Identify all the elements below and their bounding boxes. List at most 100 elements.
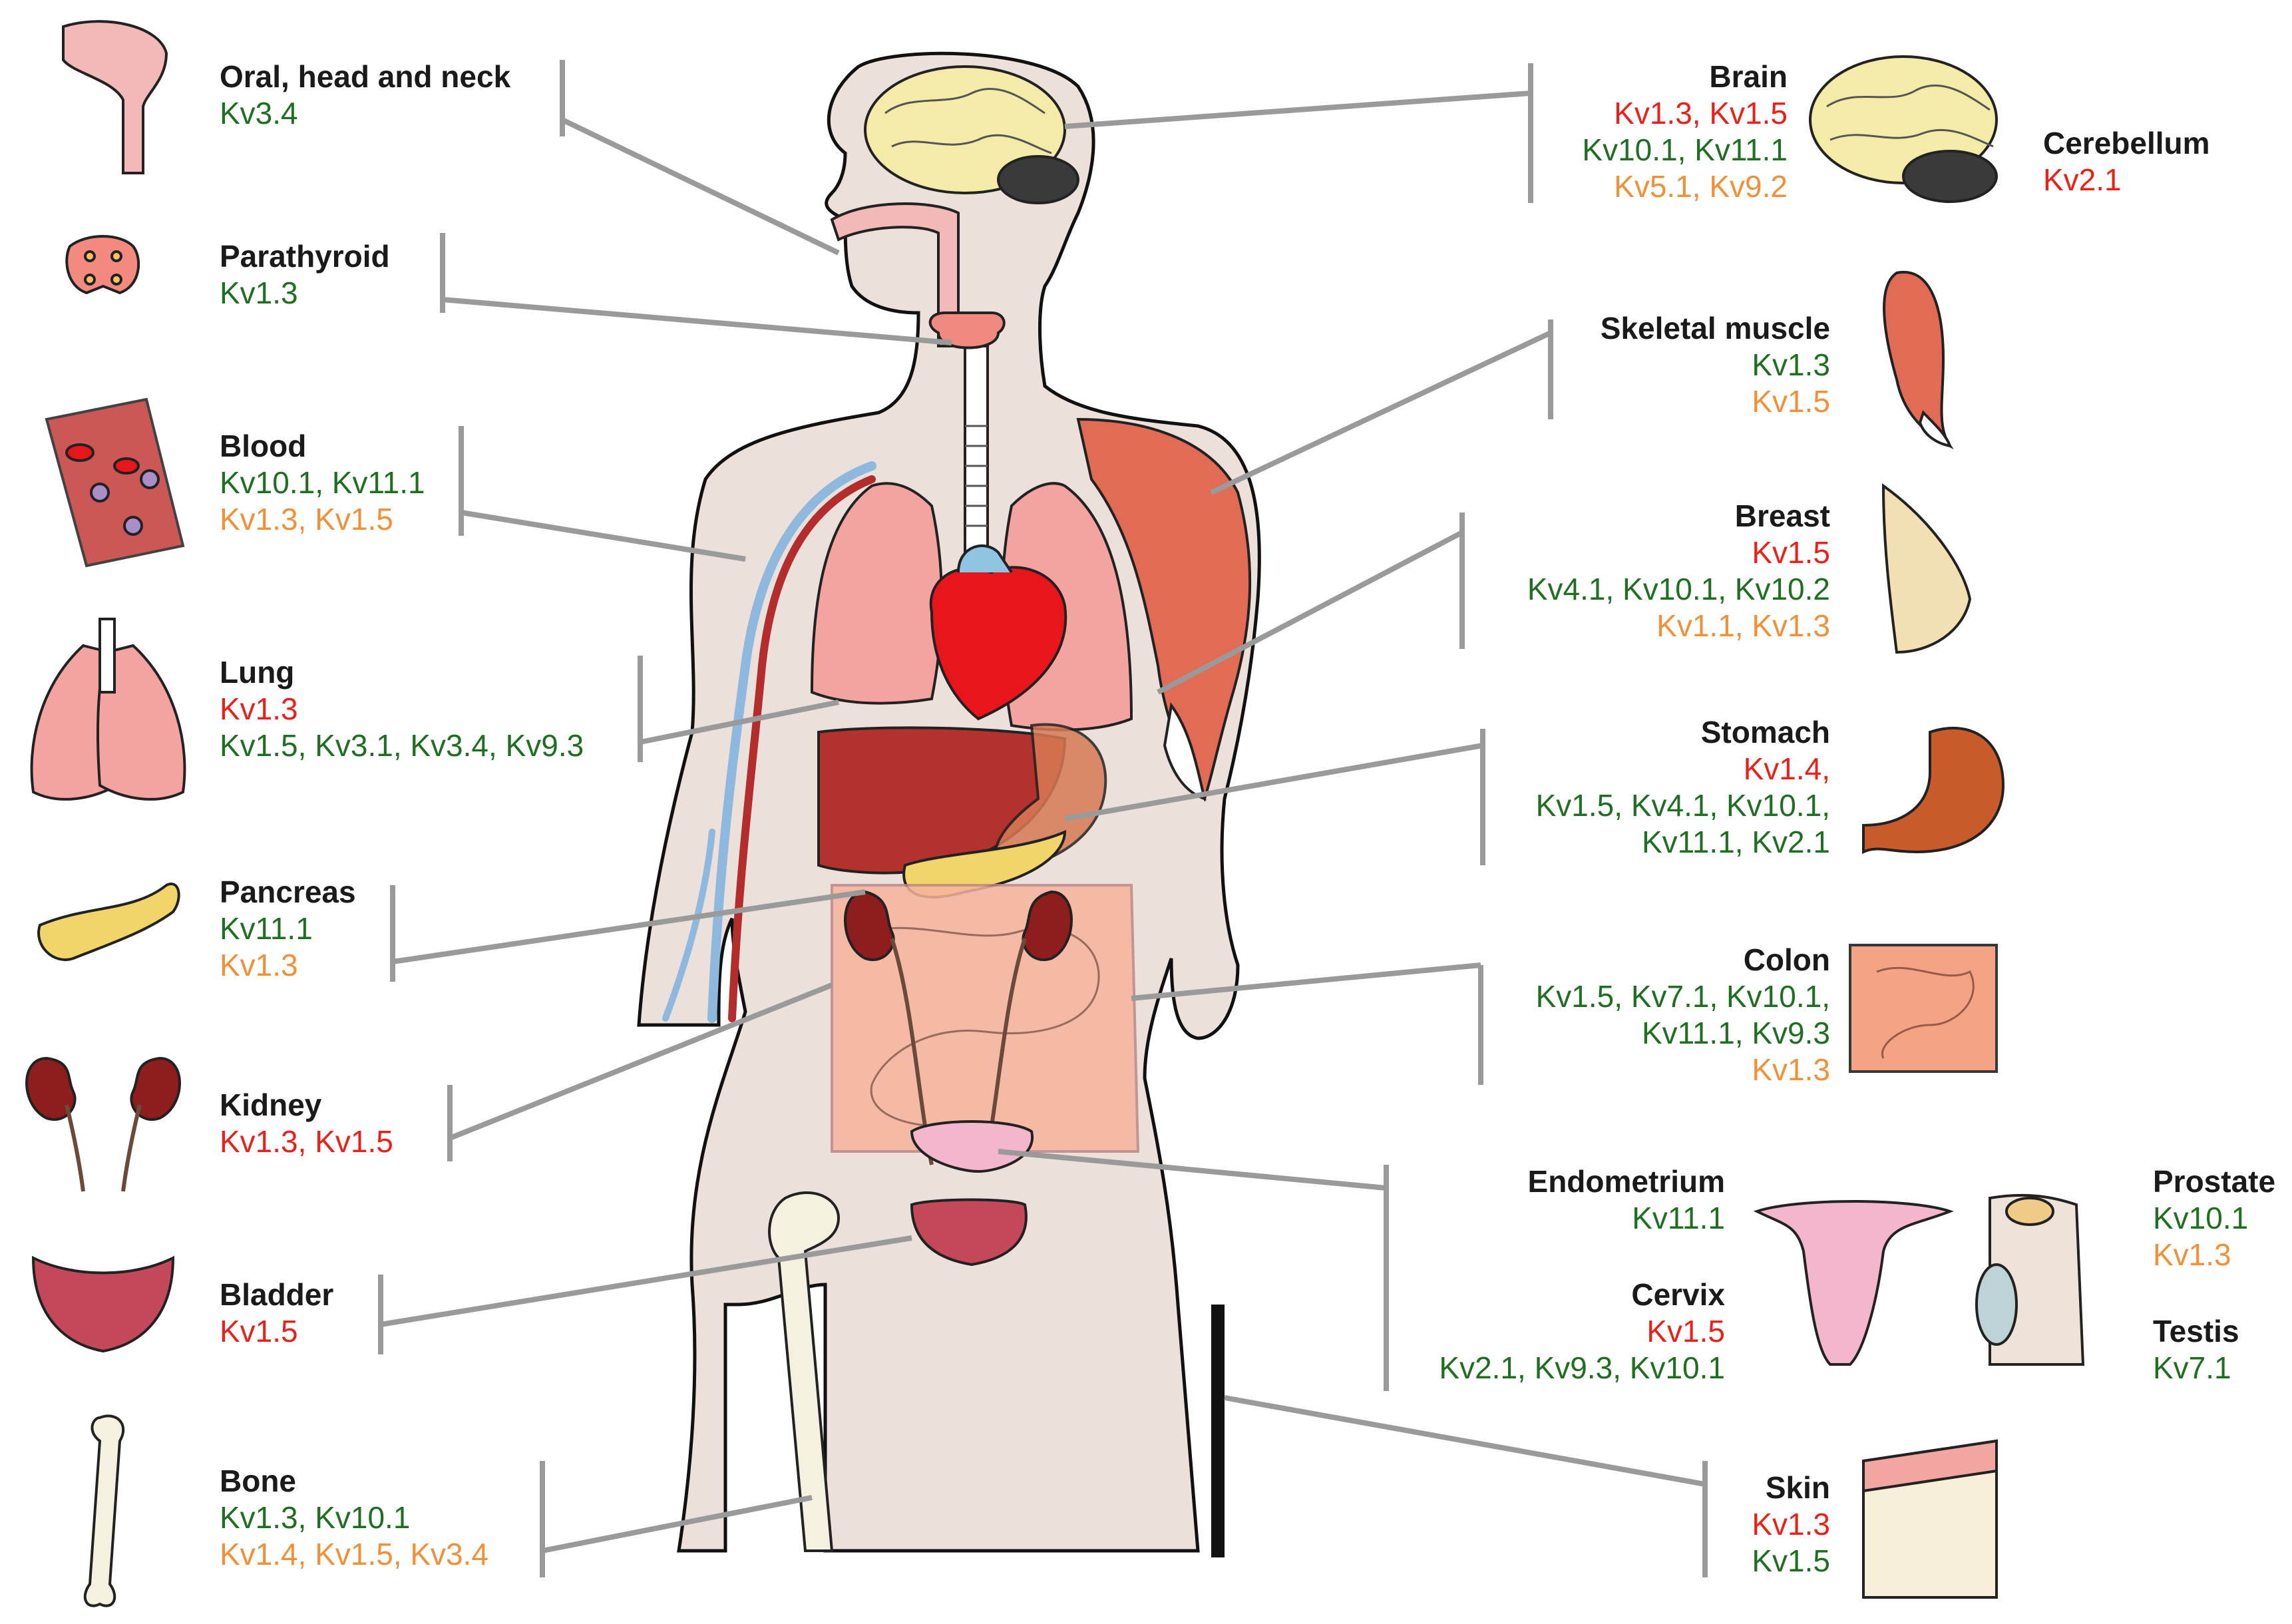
label-bone-title: Bone — [220, 1464, 296, 1498]
label-bladder-red: Kv1.5 — [220, 1314, 298, 1348]
label-cervix-red: Kv1.5 — [1646, 1314, 1725, 1348]
label-bone-orange: Kv1.4, Kv1.5, Kv3.4 — [220, 1537, 489, 1571]
label-blood: Blood Kv10.1, Kv11.1 Kv1.3, Kv1.5 — [220, 428, 425, 538]
label-skeletal-muscle-green: Kv1.3 — [1752, 347, 1830, 382]
label-lung-green: Kv1.5, Kv3.1, Kv3.4, Kv9.3 — [220, 728, 584, 763]
label-endometrium: Endometrium Kv11.1 — [1528, 1163, 1725, 1237]
bladder-icon — [31, 1255, 175, 1353]
body-liver-stomach — [817, 723, 1107, 899]
label-colon-orange: Kv1.3 — [1752, 1052, 1830, 1087]
label-colon-green-1: Kv1.5, Kv7.1, Kv10.1, — [1535, 979, 1830, 1014]
connector-lines — [378, 60, 1708, 1577]
mouth-icon — [62, 20, 168, 174]
label-cervix-green: Kv2.1, Kv9.3, Kv10.1 — [1439, 1350, 1725, 1385]
label-endometrium-green: Kv11.1 — [1632, 1201, 1725, 1235]
label-prostate-title: Prostate — [2153, 1164, 2276, 1199]
label-breast-orange: Kv1.1, Kv1.3 — [1656, 608, 1830, 643]
connector-bone — [540, 1461, 813, 1577]
connector-colon — [1131, 962, 1483, 1085]
label-cerebellum-red: Kv2.1 — [2043, 162, 2122, 197]
label-skeletal-muscle-orange: Kv1.5 — [1752, 384, 1830, 419]
connector-skeletal-muscle — [1210, 319, 1553, 495]
prostate-icon — [1975, 1193, 2085, 1366]
femur-icon — [83, 1414, 125, 1607]
label-kidney: Kidney Kv1.3, Kv1.5 — [220, 1087, 393, 1160]
connector-skin — [1224, 1395, 1708, 1577]
muscle-icon — [1883, 270, 1954, 450]
label-pancreas-orange: Kv1.3 — [220, 948, 298, 982]
label-pancreas: Pancreas Kv11.1 Kv1.3 — [220, 874, 356, 984]
connector-bladder — [378, 1235, 912, 1354]
label-parathyroid: Parathyroid Kv1.3 — [220, 238, 390, 311]
label-cervix-title: Cervix — [1631, 1277, 1725, 1312]
blood-smear-icon — [45, 397, 185, 568]
label-stomach-red: Kv1.4, — [1743, 751, 1830, 786]
label-endometrium-title: Endometrium — [1527, 1164, 1725, 1199]
label-skin-green: Kv1.5 — [1752, 1543, 1830, 1578]
label-blood-orange: Kv1.3, Kv1.5 — [220, 502, 393, 536]
label-skin: Skin Kv1.3 Kv1.5 — [1752, 1470, 1830, 1579]
connector-stomach — [1064, 729, 1485, 865]
label-cerebellum-title: Cerebellum — [2043, 126, 2210, 160]
connector-breast — [1157, 512, 1465, 695]
label-cervix: Cervix Kv1.5 Kv2.1, Kv9.3, Kv10.1 — [1439, 1277, 1725, 1386]
label-bone-green: Kv1.3, Kv10.1 — [220, 1500, 411, 1535]
label-testis-title: Testis — [2153, 1314, 2239, 1348]
label-skin-title: Skin — [1765, 1470, 1830, 1505]
uterus-icon — [1753, 1200, 1954, 1366]
parathyroid-icon — [65, 235, 140, 295]
label-blood-title: Blood — [220, 429, 307, 463]
arm-muscle — [1076, 417, 1252, 802]
connector-oral — [560, 60, 840, 256]
body-brain — [864, 65, 1079, 204]
label-kidney-red: Kv1.3, Kv1.5 — [220, 1124, 393, 1159]
label-stomach-green-1: Kv1.5, Kv4.1, Kv10.1, — [1535, 788, 1830, 823]
label-breast-green: Kv4.1, Kv10.1, Kv10.2 — [1527, 572, 1830, 606]
intestine-icon — [1849, 944, 1998, 1073]
label-prostate: Prostate Kv10.1 Kv1.3 — [2153, 1163, 2275, 1273]
label-lung-title: Lung — [220, 655, 295, 690]
label-brain-orange: Kv5.1, Kv9.2 — [1614, 169, 1788, 204]
label-lung: Lung Kv1.3 Kv1.5, Kv3.1, Kv3.4, Kv9.3 — [220, 654, 584, 764]
connector-pancreas — [390, 885, 866, 982]
label-breast-title: Breast — [1734, 499, 1830, 533]
label-kidney-title: Kidney — [220, 1088, 322, 1122]
label-stomach: Stomach Kv1.4, Kv1.5, Kv4.1, Kv10.1, Kv1… — [1536, 714, 1830, 861]
label-pancreas-title: Pancreas — [220, 875, 356, 909]
label-blood-green: Kv10.1, Kv11.1 — [220, 465, 425, 500]
label-colon-green-2: Kv11.1, Kv9.3 — [1642, 1016, 1830, 1050]
body-pelvic-organs — [910, 1120, 1034, 1267]
skin-icon — [1862, 1439, 1998, 1599]
brain-icon — [1809, 55, 1998, 203]
label-prostate-green: Kv10.1 — [2153, 1201, 2249, 1235]
label-pancreas-green: Kv11.1 — [220, 911, 313, 946]
label-prostate-orange: Kv1.3 — [2153, 1237, 2231, 1272]
body-heart — [929, 544, 1067, 721]
stomach-icon — [1862, 726, 2005, 855]
label-testis: Testis Kv7.1 — [2153, 1313, 2239, 1386]
label-oral: Oral, head and neck Kv3.4 — [220, 59, 510, 132]
label-bladder: Bladder Kv1.5 — [220, 1277, 333, 1350]
body-femur — [768, 1191, 841, 1552]
label-brain-title: Brain — [1709, 59, 1788, 94]
label-breast-red: Kv1.5 — [1752, 535, 1830, 570]
arm-vessels — [662, 461, 876, 1023]
label-parathyroid-green: Kv1.3 — [220, 276, 298, 310]
lungs-icon — [30, 618, 186, 801]
label-oral-green: Kv3.4 — [220, 96, 298, 130]
connector-lung — [638, 656, 839, 762]
label-skeletal-muscle-title: Skeletal muscle — [1600, 311, 1830, 345]
label-colon-title: Colon — [1743, 942, 1830, 977]
airway — [830, 202, 1006, 567]
pancreas-icon — [37, 883, 180, 961]
connector-blood — [459, 426, 746, 562]
label-oral-title: Oral, head and neck — [220, 59, 511, 94]
label-bladder-title: Bladder — [220, 1277, 334, 1312]
label-parathyroid-title: Parathyroid — [220, 239, 390, 274]
body-skin-strip — [1211, 1305, 1225, 1557]
connector-reproductive — [998, 1149, 1389, 1391]
label-stomach-title: Stomach — [1700, 715, 1830, 749]
label-lung-red: Kv1.3 — [220, 692, 298, 726]
